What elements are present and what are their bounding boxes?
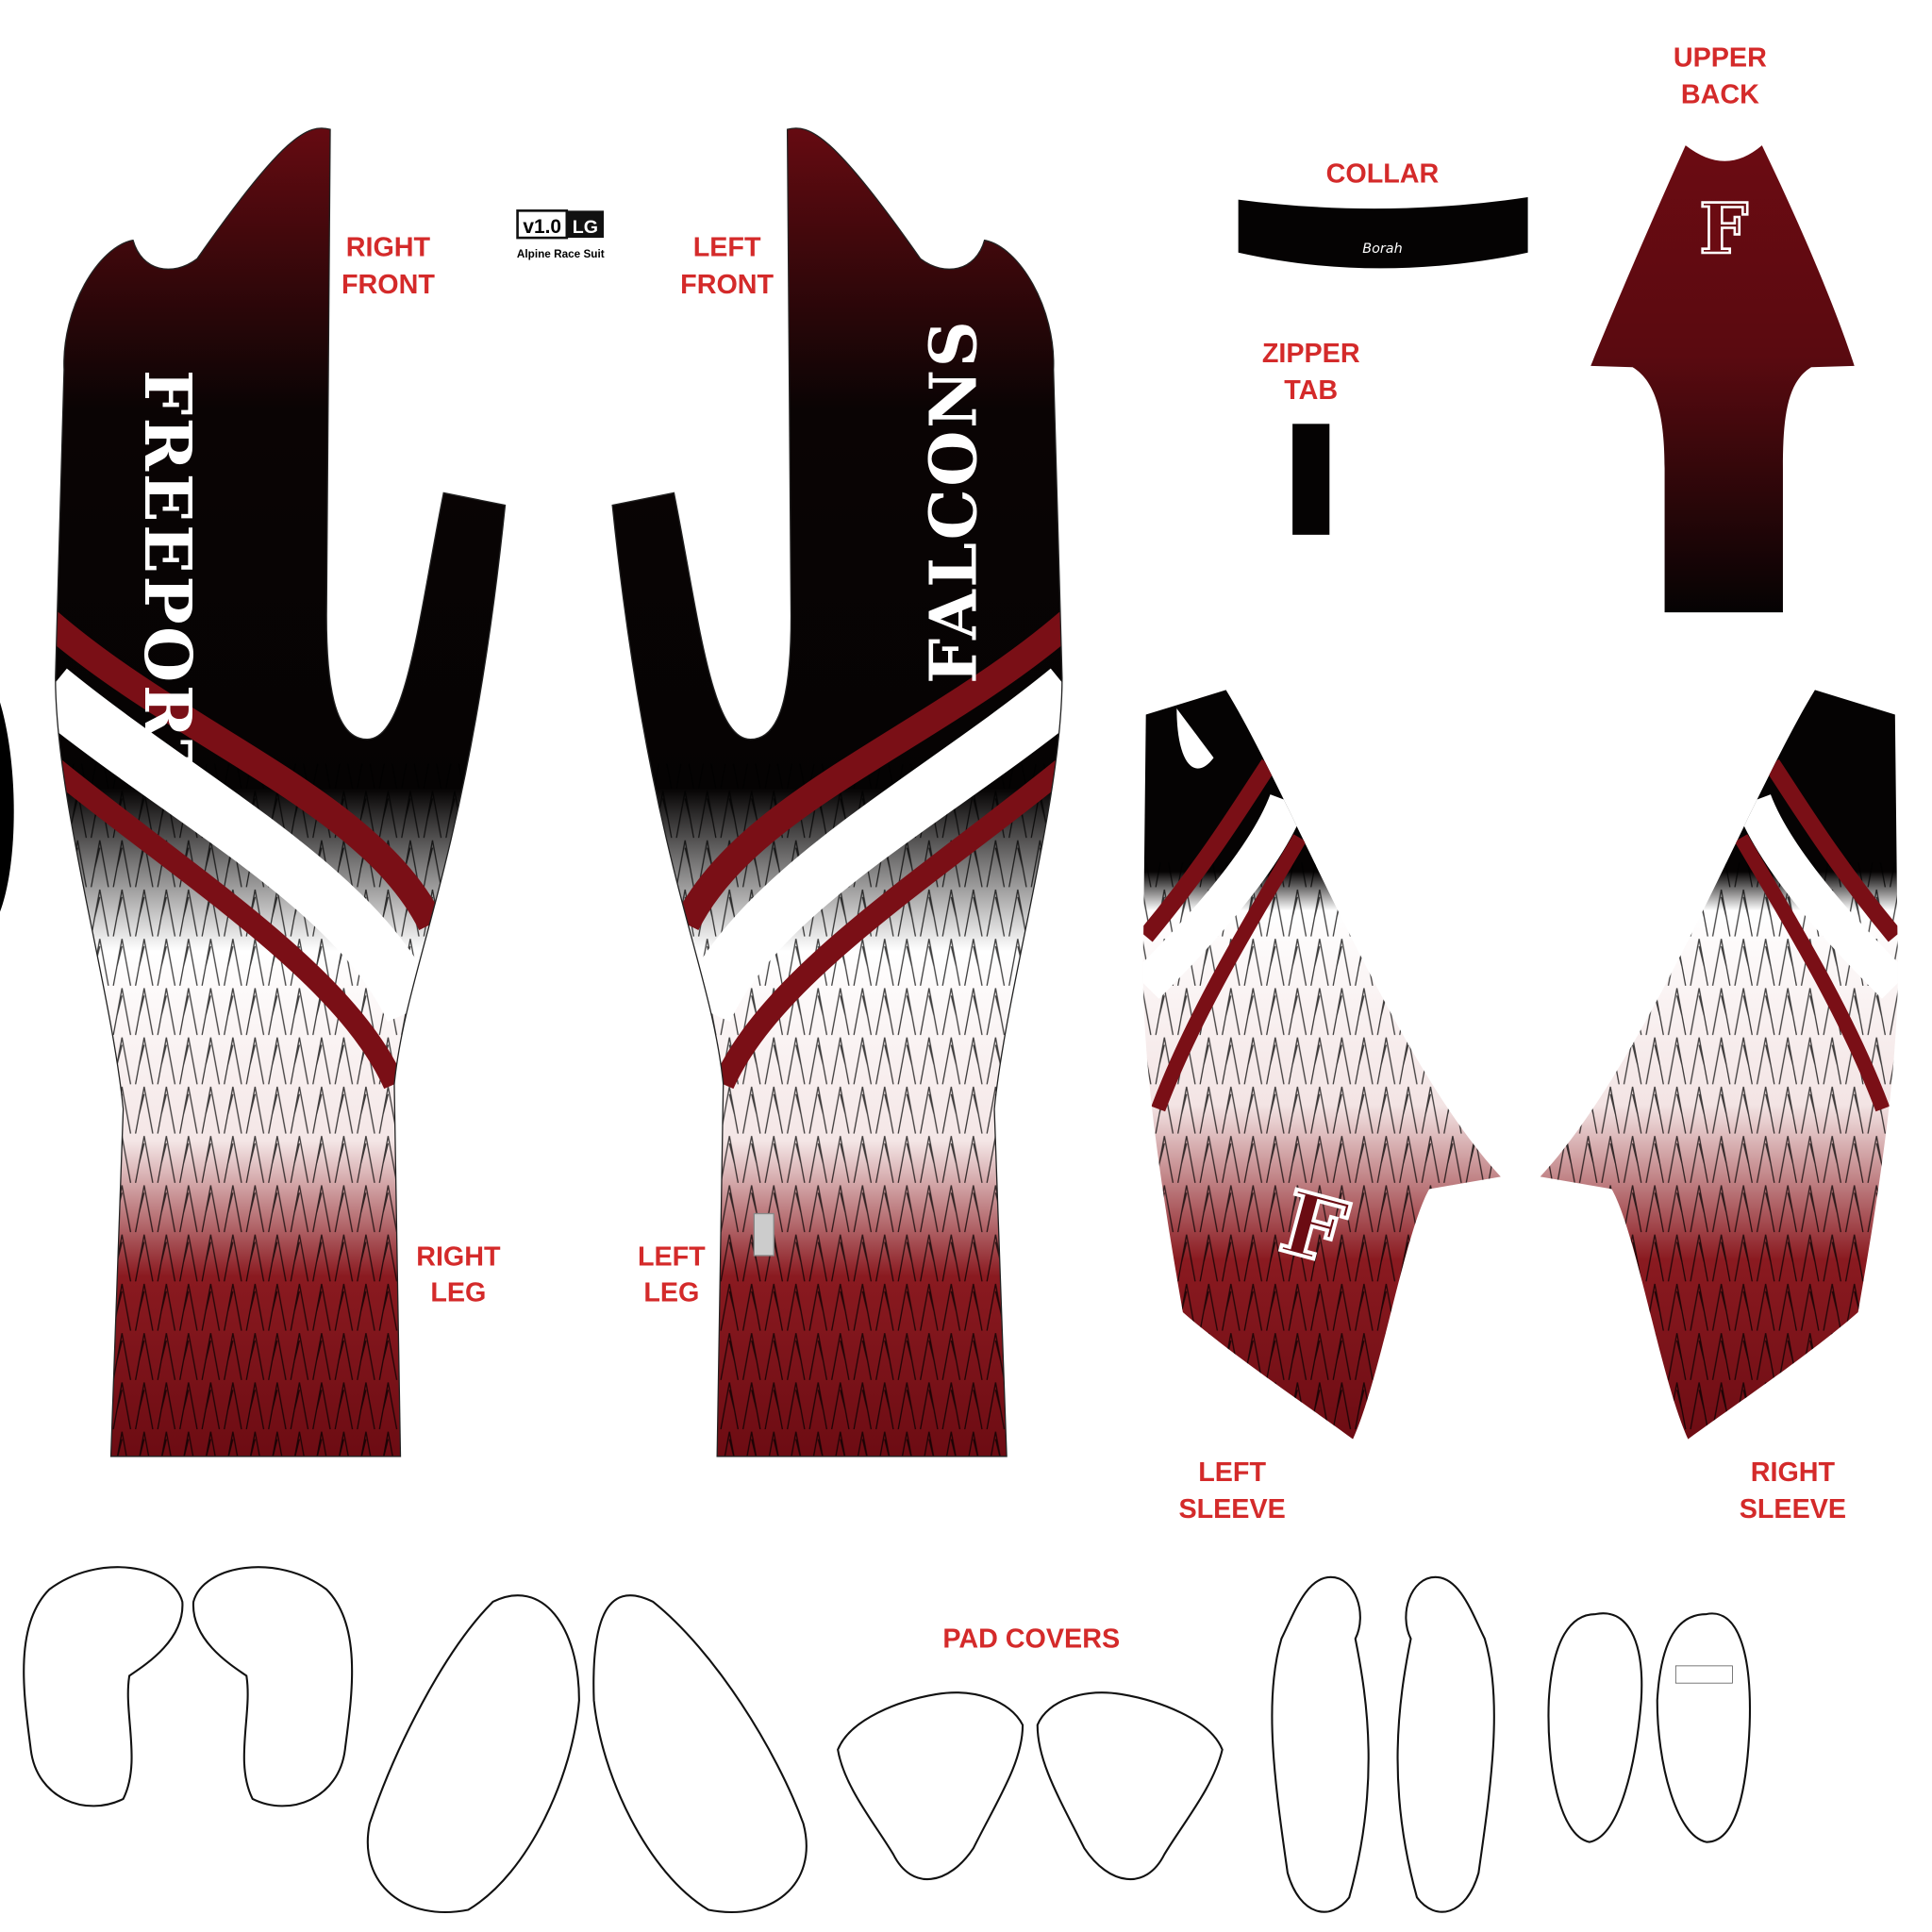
partial-piece-edge [0,702,14,912]
label-right-leg-1: RIGHT [416,1241,501,1272]
product-text: Alpine Race Suit [517,248,605,260]
zipper-tab-piece [1292,424,1330,535]
label-right-front-2: FRONT [341,270,435,300]
label-right-sleeve-2: SLEEVE [1740,1494,1846,1524]
freeport-text: FREEPORT [129,370,205,790]
letter-f-logo: F [1699,189,1748,270]
label-right-leg-2: LEG [430,1277,486,1307]
label-left-front-1: LEFT [693,233,761,263]
size-text: LG [573,217,598,238]
label-left-sleeve-2: SLEEVE [1178,1494,1285,1524]
label-zipper-tab-1: ZIPPER [1262,339,1360,369]
label-zipper-tab-2: TAB [1284,375,1338,406]
borah-logo: Borah [1362,242,1402,257]
label-left-leg-1: LEFT [638,1241,706,1272]
label-collar: COLLAR [1326,158,1440,189]
version-tag: v1.0 LG Alpine Race Suit [516,209,605,260]
size-label-patch [753,1212,774,1257]
left-sleeve-piece: F [1142,690,1501,1440]
version-text: v1.0 [523,216,561,238]
falcons-text: FALCONS [916,319,991,684]
piece-labels: RIGHT FRONT LEFT FRONT COLLAR UPPER BACK… [341,43,1846,1655]
right-sleeve-piece [1540,690,1898,1440]
sleeve-letter-logo: F [1271,1171,1357,1285]
pad-covers [23,1566,1752,1914]
label-right-front-1: RIGHT [346,233,431,263]
upper-back-piece: F [1591,145,1855,613]
collar-piece: Borah [1238,196,1528,269]
label-upper-back-1: UPPER [1674,43,1767,74]
label-left-leg-2: LEG [643,1277,699,1307]
label-upper-back-2: BACK [1681,80,1759,110]
label-pad-covers: PAD COVERS [942,1624,1120,1654]
pad-label-patch [1674,1665,1733,1684]
label-right-sleeve-1: RIGHT [1751,1457,1836,1488]
label-left-sleeve-1: LEFT [1198,1457,1266,1488]
label-left-front-2: FRONT [680,270,774,300]
